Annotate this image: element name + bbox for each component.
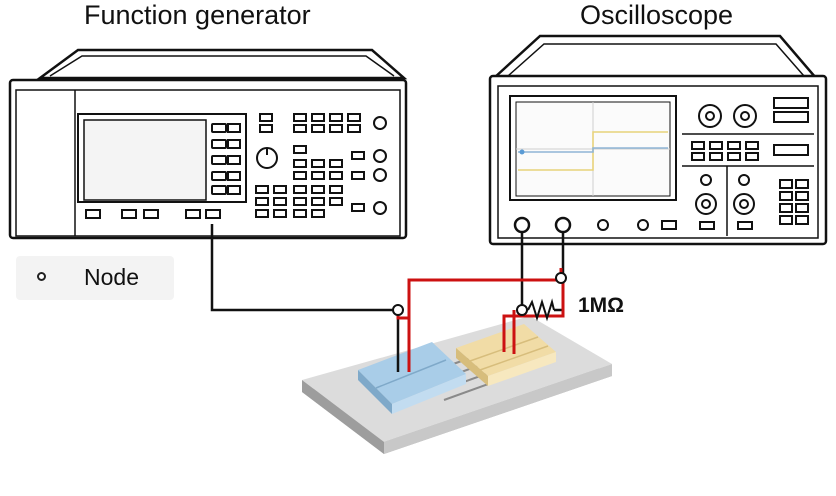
oscilloscope-title: Oscilloscope [580, 0, 734, 30]
fg-screen [83, 119, 207, 201]
osc-knob-icon [698, 104, 722, 128]
node-markers [392, 272, 567, 316]
node-circle-icon [555, 272, 567, 284]
legend-node-label: Node [84, 264, 139, 290]
resistor-icon [527, 298, 555, 322]
fg-output-wire [210, 224, 400, 372]
electrode-right [456, 324, 556, 376]
oscilloscope [488, 34, 828, 246]
device-substrate [302, 316, 612, 454]
trace-blue [518, 147, 668, 153]
node-circle-icon [516, 304, 528, 316]
node-circle-icon [392, 304, 404, 316]
function-generator-title: Function generator [84, 0, 311, 30]
function-generator [8, 48, 408, 240]
resistor-value-label: 1MΩ [578, 294, 625, 317]
legend-box: Node [16, 256, 174, 300]
node-legend-icon [37, 272, 46, 281]
